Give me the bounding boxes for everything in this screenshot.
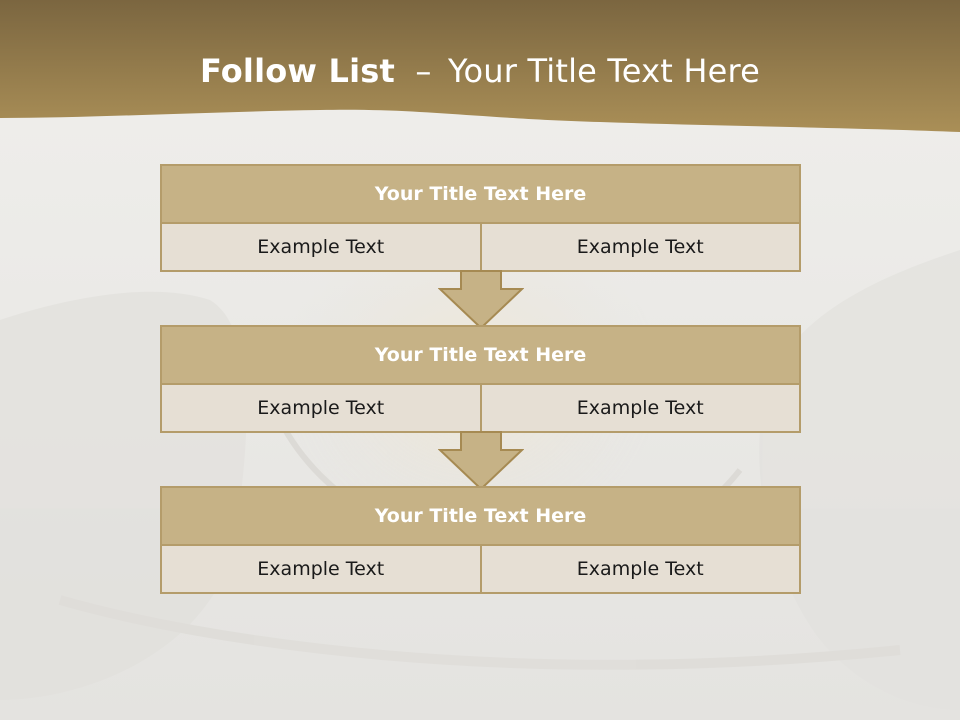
box-heading: Your Title Text Here bbox=[162, 488, 799, 546]
box-row: Example Text Example Text bbox=[162, 385, 799, 431]
list-box-2: Your Title Text Here Example Text Exampl… bbox=[160, 325, 801, 433]
title-bold-part: Follow List bbox=[199, 52, 396, 90]
box-heading: Your Title Text Here bbox=[162, 166, 799, 224]
box-cell-left: Example Text bbox=[257, 397, 385, 419]
down-arrow-icon bbox=[438, 431, 524, 491]
header-band bbox=[0, 0, 960, 132]
list-box-1: Your Title Text Here Example Text Exampl… bbox=[160, 164, 801, 272]
list-box-3: Your Title Text Here Example Text Exampl… bbox=[160, 486, 801, 594]
box-cell-left: Example Text bbox=[257, 236, 385, 258]
title-rest-part: Your Title Text Here bbox=[448, 52, 761, 90]
box-cell-right: Example Text bbox=[479, 385, 800, 431]
box-cell-right: Example Text bbox=[479, 224, 800, 270]
box-row: Example Text Example Text bbox=[162, 546, 799, 592]
title-separator: – bbox=[415, 52, 432, 90]
box-row: Example Text Example Text bbox=[162, 224, 799, 270]
box-cell-right: Example Text bbox=[479, 546, 800, 592]
box-cell-left: Example Text bbox=[257, 558, 385, 580]
slide-title: Follow List – Your Title Text Here bbox=[0, 52, 960, 90]
down-arrow-icon bbox=[438, 270, 524, 330]
box-heading: Your Title Text Here bbox=[162, 327, 799, 385]
